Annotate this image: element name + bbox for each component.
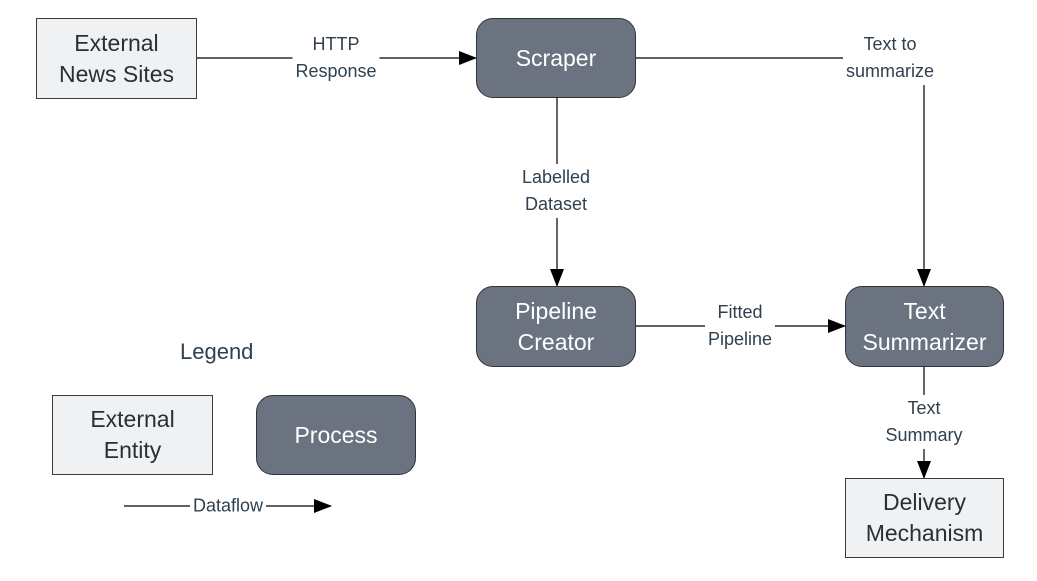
scraper-label: Scraper bbox=[515, 44, 597, 71]
text-summarizer-process: Text Summarizer bbox=[845, 286, 1004, 367]
external-news-sites-entity: External News Sites bbox=[36, 18, 197, 99]
scraper-process: Scraper bbox=[476, 18, 636, 98]
text-summarizer-label: Text Summarizer bbox=[862, 297, 987, 355]
external-news-sites-label: External News Sites bbox=[58, 29, 175, 87]
legend-external-entity-label: External Entity bbox=[90, 406, 175, 463]
legend-title: Legend bbox=[180, 339, 254, 364]
flow-label-http-response: HTTP Response bbox=[292, 31, 380, 85]
flow-label-text-summary: Text Summary bbox=[867, 395, 981, 449]
flow-label-fitted-pipeline: Fitted Pipeline bbox=[704, 299, 776, 353]
flow-line-text-to-summarize bbox=[636, 57, 931, 287]
pipeline-creator-label: Pipeline Creator bbox=[515, 297, 597, 355]
flow-label-text-to-summarize: Text to summarize bbox=[842, 31, 938, 85]
pipeline-creator-process: Pipeline Creator bbox=[476, 286, 636, 367]
flow-label-labelled-dataset: Labelled Dataset bbox=[518, 164, 594, 218]
legend-process: Process bbox=[256, 395, 416, 475]
delivery-mechanism-label: Delivery Mechanism bbox=[865, 489, 984, 546]
delivery-mechanism-entity: Delivery Mechanism bbox=[845, 478, 1004, 558]
legend-external-entity: External Entity bbox=[52, 395, 213, 475]
legend-dataflow-label: Dataflow bbox=[189, 492, 267, 520]
legend-process-label: Process bbox=[294, 421, 378, 448]
